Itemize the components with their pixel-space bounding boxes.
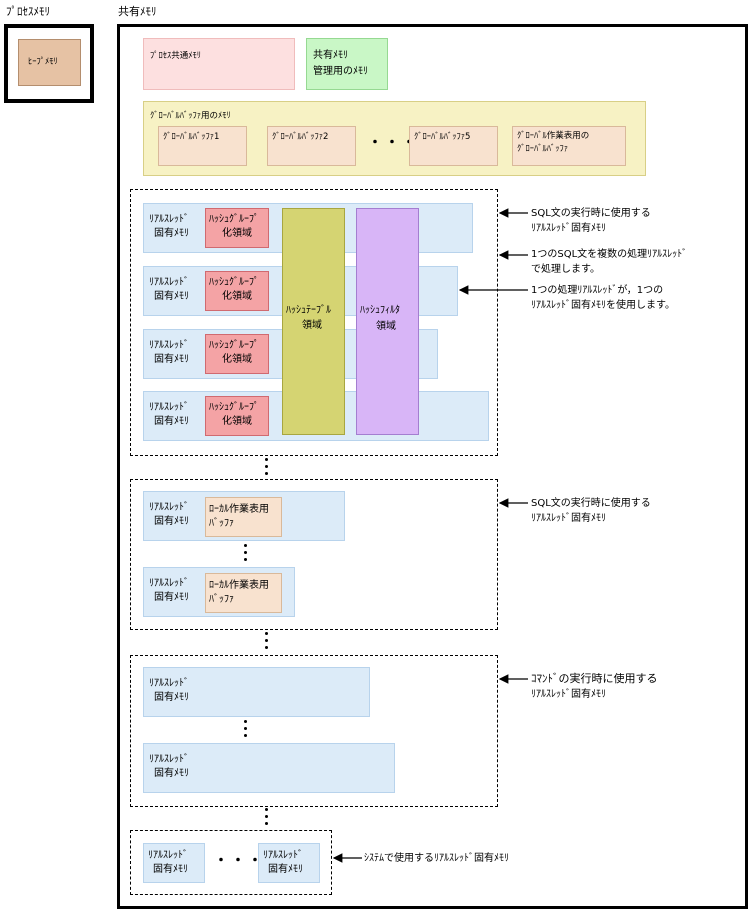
- shared-mgmt-memory: 共有ﾒﾓﾘ 管理用のﾒﾓﾘ: [306, 38, 388, 90]
- global-buffer-1-label: ｸﾞﾛｰﾊﾞﾙﾊﾞｯﾌｧ1: [163, 132, 220, 142]
- sql-parallel-group: [130, 189, 498, 456]
- annotation-command-1: ｺﾏﾝﾄﾞの実行時に使用する: [531, 672, 658, 685]
- hash-group-label: 化領域: [222, 228, 252, 239]
- thread-label: ﾘｱﾙｽﾚｯﾄﾞ: [149, 277, 189, 288]
- hash-filter-label-1: ﾊｯｼｭﾌｨﾙﾀ: [360, 305, 400, 316]
- hash-filter-area: ﾊｯｼｭﾌｨﾙﾀ 領域: [356, 208, 419, 435]
- annotation-sql-thread2-1: SQL文の実行時に使用する: [531, 498, 651, 509]
- process-memory-box: ﾋｰﾌﾟﾒﾓﾘ: [4, 24, 94, 103]
- annotation-multi-thread-2: で処理します。: [531, 264, 600, 275]
- hash-table-label-1: ﾊｯｼｭﾃｰﾌﾞﾙ: [286, 305, 331, 316]
- local-thread-row-1: ﾘｱﾙｽﾚｯﾄﾞ 固有ﾒﾓﾘ ﾛｰｶﾙ作業表用 ﾊﾞｯﾌｧ: [143, 491, 345, 541]
- thread-label: ﾘｱﾙｽﾚｯﾄﾞ: [149, 502, 189, 513]
- command-thread-row-1: ﾘｱﾙｽﾚｯﾄﾞ 固有ﾒﾓﾘ: [143, 667, 370, 717]
- hash-group-label: ﾊｯｼｭｸﾞﾙｰﾌﾟ: [209, 402, 259, 413]
- hash-group-label: ﾊｯｼｭｸﾞﾙｰﾌﾟ: [209, 340, 259, 351]
- thread-label: ﾘｱﾙｽﾚｯﾄﾞ: [149, 340, 189, 351]
- system-thread-1: ﾘｱﾙｽﾚｯﾄﾞ 固有ﾒﾓﾘ: [143, 843, 205, 883]
- local-work-label: ﾛｰｶﾙ作業表用: [209, 580, 269, 591]
- shared-mgmt-label-2: 管理用のﾒﾓﾘ: [313, 66, 368, 77]
- sql-local-group: [130, 479, 498, 630]
- vertical-ellipsis-2: [244, 544, 248, 565]
- local-work-label: ﾊﾞｯﾌｧ: [209, 518, 234, 529]
- hash-filter-label-2: 領域: [376, 321, 396, 332]
- annotation-multi-thread-1: 1つのSQL文を複数の処理ﾘｱﾙｽﾚｯﾄﾞ: [531, 249, 688, 260]
- annotation-one-thread-1: 1つの処理ﾘｱﾙｽﾚｯﾄﾞが，1つの: [531, 285, 664, 296]
- global-buffer-2-label: ｸﾞﾛｰﾊﾞﾙﾊﾞｯﾌｧ2: [272, 132, 329, 142]
- thread-label: 固有ﾒﾓﾘ: [154, 291, 189, 302]
- thread-label: 固有ﾒﾓﾘ: [153, 864, 188, 875]
- thread-label: ﾘｱﾙｽﾚｯﾄﾞ: [149, 402, 189, 413]
- system-thread-2: ﾘｱﾙｽﾚｯﾄﾞ 固有ﾒﾓﾘ: [258, 843, 320, 883]
- thread-label: ﾘｱﾙｽﾚｯﾄﾞ: [148, 850, 188, 861]
- thread-label: ﾘｱﾙｽﾚｯﾄﾞ: [263, 850, 303, 861]
- thread-label: 固有ﾒﾓﾘ: [154, 768, 189, 779]
- process-common-label: ﾌﾟﾛｾｽ共通ﾒﾓﾘ: [150, 51, 202, 61]
- hash-group-label: ﾊｯｼｭｸﾞﾙｰﾌﾟ: [209, 214, 259, 225]
- work-global-buffer: ｸﾞﾛｰﾊﾞﾙ作業表用の ｸﾞﾛｰﾊﾞﾙﾊﾞｯﾌｧ: [512, 126, 626, 166]
- global-buffer-2: ｸﾞﾛｰﾊﾞﾙﾊﾞｯﾌｧ2: [267, 126, 356, 166]
- thread-label: ﾘｱﾙｽﾚｯﾄﾞ: [149, 578, 189, 589]
- annotation-command-2: ﾘｱﾙｽﾚｯﾄﾞ固有ﾒﾓﾘ: [531, 689, 606, 700]
- hash-group-area-1: ﾊｯｼｭｸﾞﾙｰﾌﾟ 化領域: [205, 208, 269, 248]
- hash-group-area-2: ﾊｯｼｭｸﾞﾙｰﾌﾟ 化領域: [205, 271, 269, 311]
- global-buffer-5: ｸﾞﾛｰﾊﾞﾙﾊﾞｯﾌｧ5: [409, 126, 498, 166]
- vertical-ellipsis-4: [244, 720, 248, 741]
- annotation-sql-thread-1: SQL文の実行時に使用する: [531, 208, 651, 219]
- shared-memory-title: 共有ﾒﾓﾘ: [118, 5, 157, 18]
- heap-memory-box: ﾋｰﾌﾟﾒﾓﾘ: [18, 39, 81, 86]
- annotation-sql-thread-2: ﾘｱﾙｽﾚｯﾄﾞ固有ﾒﾓﾘ: [531, 223, 606, 234]
- hash-table-area: ﾊｯｼｭﾃｰﾌﾞﾙ 領域: [282, 208, 345, 435]
- work-global-buffer-label-2: ｸﾞﾛｰﾊﾞﾙﾊﾞｯﾌｧ: [517, 144, 569, 154]
- hash-group-label: 化領域: [222, 291, 252, 302]
- global-buffer-title: ｸﾞﾛｰﾊﾞﾙﾊﾞｯﾌｧ用のﾒﾓﾘ: [150, 111, 231, 121]
- thread-label: 固有ﾒﾓﾘ: [154, 516, 189, 527]
- hash-group-area-3: ﾊｯｼｭｸﾞﾙｰﾌﾟ 化領域: [205, 334, 269, 374]
- local-thread-row-2: ﾘｱﾙｽﾚｯﾄﾞ 固有ﾒﾓﾘ ﾛｰｶﾙ作業表用 ﾊﾞｯﾌｧ: [143, 567, 295, 617]
- global-buffer-ellipsis: ・・・: [368, 135, 419, 151]
- thread-label: ﾘｱﾙｽﾚｯﾄﾞ: [149, 754, 189, 765]
- thread-label: ﾘｱﾙｽﾚｯﾄﾞ: [149, 678, 189, 689]
- hash-group-label: 化領域: [222, 416, 252, 427]
- local-work-buffer-2: ﾛｰｶﾙ作業表用 ﾊﾞｯﾌｧ: [205, 573, 282, 613]
- command-thread-row-2: ﾘｱﾙｽﾚｯﾄﾞ 固有ﾒﾓﾘ: [143, 743, 395, 793]
- thread-label: 固有ﾒﾓﾘ: [154, 354, 189, 365]
- hash-group-area-4: ﾊｯｼｭｸﾞﾙｰﾌﾟ 化領域: [205, 396, 269, 436]
- process-memory-title: ﾌﾟﾛｾｽﾒﾓﾘ: [6, 5, 50, 18]
- shared-memory-box: [117, 24, 748, 909]
- annotation-one-thread-2: ﾘｱﾙｽﾚｯﾄﾞ固有ﾒﾓﾘを使用します。: [531, 300, 675, 311]
- local-work-buffer-1: ﾛｰｶﾙ作業表用 ﾊﾞｯﾌｧ: [205, 497, 282, 537]
- thread-label: 固有ﾒﾓﾘ: [154, 228, 189, 239]
- thread-label: 固有ﾒﾓﾘ: [268, 864, 303, 875]
- thread-label: 固有ﾒﾓﾘ: [154, 592, 189, 603]
- global-buffer-1: ｸﾞﾛｰﾊﾞﾙﾊﾞｯﾌｧ1: [158, 126, 247, 166]
- command-group: [130, 655, 498, 807]
- heap-memory-label: ﾋｰﾌﾟﾒﾓﾘ: [28, 57, 58, 67]
- local-work-label: ﾛｰｶﾙ作業表用: [209, 504, 269, 515]
- thread-label: 固有ﾒﾓﾘ: [154, 692, 189, 703]
- hash-group-label: ﾊｯｼｭｸﾞﾙｰﾌﾟ: [209, 277, 259, 288]
- system-group: [130, 830, 332, 895]
- global-buffer-region: ｸﾞﾛｰﾊﾞﾙﾊﾞｯﾌｧ用のﾒﾓﾘ ｸﾞﾛｰﾊﾞﾙﾊﾞｯﾌｧ1 ｸﾞﾛｰﾊﾞﾙﾊ…: [143, 101, 646, 176]
- process-common-memory: ﾌﾟﾛｾｽ共通ﾒﾓﾘ: [143, 38, 295, 90]
- vertical-ellipsis-1: [265, 458, 269, 479]
- vertical-ellipsis-3: [265, 632, 269, 653]
- system-ellipsis: ・・・: [214, 853, 265, 869]
- hash-table-label-2: 領域: [302, 320, 322, 331]
- shared-mgmt-label-1: 共有ﾒﾓﾘ: [313, 50, 348, 61]
- local-work-label: ﾊﾞｯﾌｧ: [209, 594, 234, 605]
- thread-label: 固有ﾒﾓﾘ: [154, 416, 189, 427]
- thread-label: ﾘｱﾙｽﾚｯﾄﾞ: [149, 214, 189, 225]
- annotation-system-thread: ｼｽﾃﾑで使用するﾘｱﾙｽﾚｯﾄﾞ固有ﾒﾓﾘ: [364, 853, 509, 864]
- hash-group-label: 化領域: [222, 354, 252, 365]
- work-global-buffer-label-1: ｸﾞﾛｰﾊﾞﾙ作業表用の: [517, 131, 590, 141]
- annotation-sql-thread2-2: ﾘｱﾙｽﾚｯﾄﾞ固有ﾒﾓﾘ: [531, 513, 606, 524]
- vertical-ellipsis-5: [265, 808, 269, 829]
- global-buffer-5-label: ｸﾞﾛｰﾊﾞﾙﾊﾞｯﾌｧ5: [414, 132, 471, 142]
